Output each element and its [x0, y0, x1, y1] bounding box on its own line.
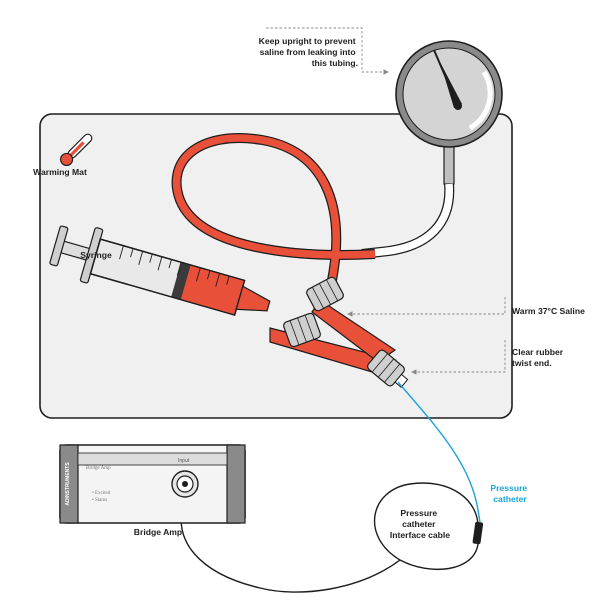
clear-rubber-label: Clear rubber twist end. — [512, 347, 566, 368]
warm-saline-callout-line — [347, 297, 506, 317]
pressure-catheter-label: Pressure catheter — [490, 483, 529, 504]
luer-connector-upper — [306, 276, 344, 312]
gauge-needle-icon — [440, 62, 462, 108]
syringe — [49, 225, 271, 316]
warm-saline-label: Warm 37°C Saline — [512, 306, 585, 316]
catheter-plug — [472, 521, 484, 545]
interface-cable — [373, 482, 479, 571]
keep-upright-callout-line — [266, 27, 389, 75]
warming-mat-label: Warming Mat — [33, 167, 87, 177]
thermometer-icon — [59, 133, 93, 167]
luer-connector-syringe — [283, 312, 321, 348]
warming-mat — [39, 113, 513, 419]
syringe-label: Syringe — [80, 250, 112, 260]
device-status-1: • Excited — [92, 491, 111, 496]
pressure-catheter — [397, 381, 481, 523]
interface-cable-label: Pressure catheter Interface cable — [390, 508, 450, 540]
clear-rubber-callout-line — [411, 340, 506, 375]
device-status-2: • Status — [92, 498, 107, 503]
clear-rubber-twist-end — [367, 349, 409, 388]
keep-upright-label: Keep upright to prevent saline from leak… — [259, 36, 358, 68]
device-brand: ADINSTRUMENTS — [65, 462, 71, 506]
device-input-label: Input — [178, 458, 190, 464]
bridge-amp-device — [59, 444, 246, 524]
bridge-amp-label: Bridge Amp — [134, 527, 182, 537]
pressure-gauge — [395, 40, 503, 148]
device-model: Bridge Amp — [86, 466, 111, 471]
